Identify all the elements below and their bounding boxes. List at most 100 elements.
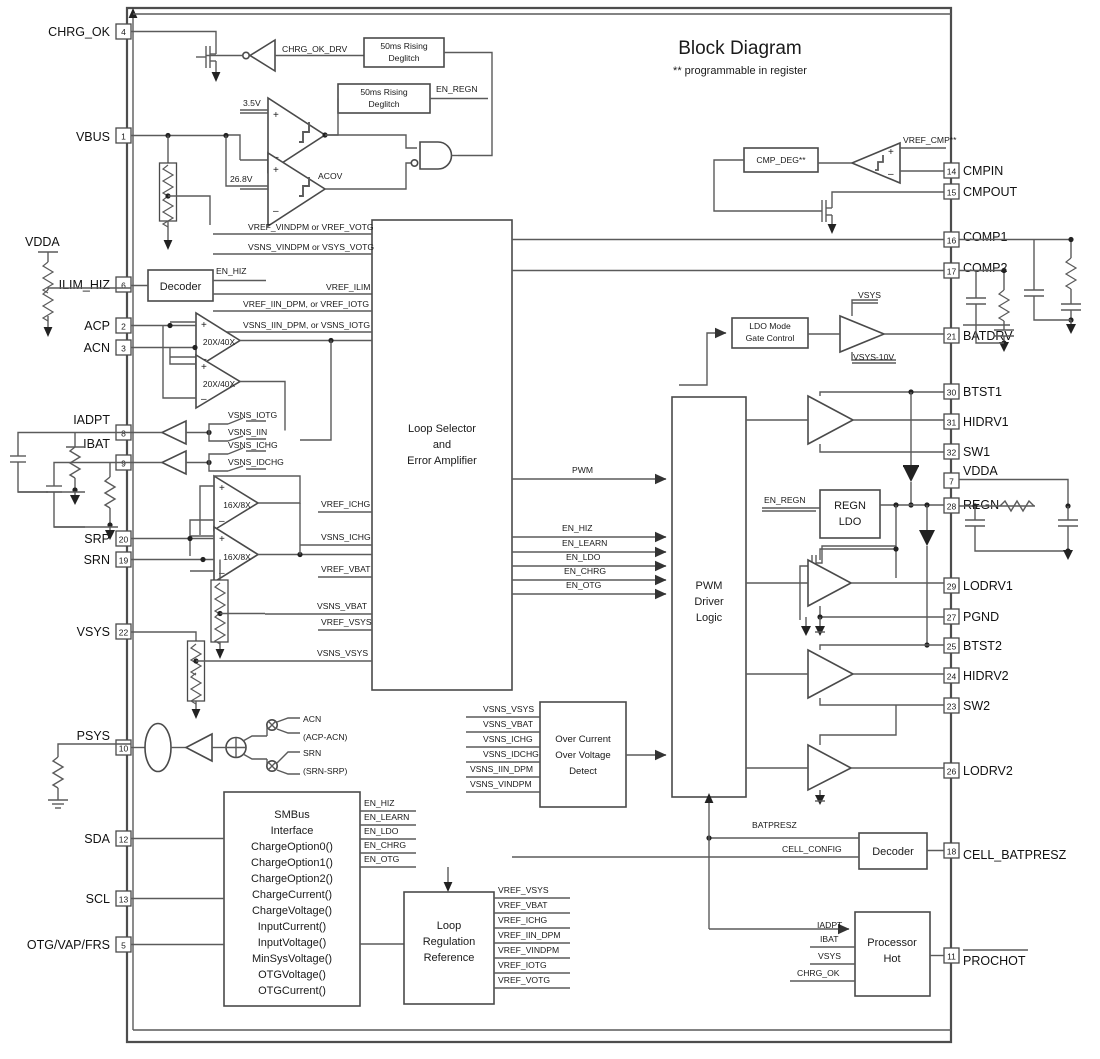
pin-chrg-ok: CHRG_OK 4 xyxy=(48,23,132,40)
signal-label-ph-ibat: IBAT xyxy=(820,934,839,944)
node-srp xyxy=(187,535,193,542)
svg-text:–: – xyxy=(201,394,207,405)
external-rc-regn xyxy=(959,478,1078,560)
signal-label-vref-iin-dpm: VREF_IIN_DPM, or VREF_IOTG xyxy=(243,299,369,309)
external-rc-iadpt xyxy=(10,431,131,505)
pin-number-18: 18 xyxy=(947,847,957,857)
svg-text:Deglitch: Deglitch xyxy=(368,99,399,109)
signal-label-ref-ichg: VREF_ICHG xyxy=(498,915,547,925)
pin-box-7 xyxy=(943,472,960,489)
comparator-26v8: + – 26.8V xyxy=(230,151,327,228)
pin-number-10: 10 xyxy=(119,744,129,754)
signal-label-en-hiz-smbus: EN_HIZ xyxy=(364,798,395,808)
pin-number-20: 20 xyxy=(119,535,129,545)
pin-number-14: 14 xyxy=(947,167,957,177)
block-ocp-ovp-detect: Over Current Over Voltage Detect xyxy=(539,701,627,808)
pin-label-prochot: PROCHOT xyxy=(963,954,1026,968)
pin-sw2: 23 SW2 xyxy=(943,697,990,714)
node-srn xyxy=(200,556,206,563)
svg-text:Processor: Processor xyxy=(867,937,917,949)
node-acp xyxy=(167,322,173,329)
signal-label-vsns-ichg: VSNS_ICHG xyxy=(321,532,371,542)
pin-ilim-hiz: ILIM_HIZ 6 xyxy=(59,276,132,293)
svg-text:ChargeOption2(): ChargeOption2() xyxy=(251,873,333,885)
pin-label-vbus: VBUS xyxy=(76,130,110,144)
svg-text:InputCurrent(): InputCurrent() xyxy=(258,921,326,933)
rail-label-vdda: VDDA xyxy=(25,235,60,249)
pin-label-vsys: VSYS xyxy=(77,625,110,639)
and-gate xyxy=(410,141,458,170)
signal-label-ph-chrg-ok: CHRG_OK xyxy=(797,968,840,978)
block-pwm-driver-logic: PWM Driver Logic xyxy=(671,396,747,798)
svg-text:ChargeCurrent(): ChargeCurrent() xyxy=(252,889,332,901)
pin-number-19: 19 xyxy=(119,556,129,566)
pin-vbus: VBUS 1 xyxy=(76,127,132,144)
pin-comp1: 16 COMP1 xyxy=(943,230,1008,248)
pin-hidrv2: 24 HIDRV2 xyxy=(943,667,1009,684)
pin-cmpout: 15 CMPOUT xyxy=(943,183,1018,200)
block-cmp-deg: CMP_DEG** xyxy=(743,147,819,173)
wire-cmp35-to-and xyxy=(325,134,417,149)
block-smbus-interface: SMBus Interface ChargeOption0() ChargeOp… xyxy=(223,791,361,1007)
svg-text:and: and xyxy=(433,439,451,451)
pin-label-chrg-ok: CHRG_OK xyxy=(48,25,110,39)
svg-text:LDO Mode: LDO Mode xyxy=(749,321,791,331)
block-loop-selector: Loop Selector and Error Amplifier xyxy=(371,219,513,691)
signal-label-ref-iin-dpm: VREF_IIN_DPM xyxy=(498,930,561,940)
wire-chrg-ok xyxy=(131,30,217,46)
pin-number-13: 13 xyxy=(119,895,129,905)
wire-cmp35-to-deglitch2 xyxy=(325,98,339,136)
signal-label-batpresz: BATPRESZ xyxy=(752,820,797,830)
signal-label-ph-iadpt: IADPT xyxy=(817,920,843,930)
pin-number-23: 23 xyxy=(947,702,957,712)
pin-srn: SRN 19 xyxy=(84,551,132,568)
pin-number-7: 7 xyxy=(949,477,954,487)
inverter-chrg-ok-drv xyxy=(206,38,276,73)
signal-label-3v5: 3.5V xyxy=(243,98,261,108)
svg-text:MinSysVoltage(): MinSysVoltage() xyxy=(252,953,332,965)
amp-ichg-2: + – 16X/8X xyxy=(190,525,260,584)
signal-label-en-learn-smbus: EN_LEARN xyxy=(364,812,409,822)
pin-number-30: 30 xyxy=(947,388,957,398)
svg-text:Loop Selector: Loop Selector xyxy=(408,423,476,435)
pin-lodrv1: 29 LODRV1 xyxy=(943,577,1013,594)
signal-label-ref-vsys: VREF_VSYS xyxy=(498,885,549,895)
svg-text:+: + xyxy=(273,110,279,121)
pin-label-ibat: IBAT xyxy=(83,437,110,451)
signal-label-psys-acn: ACN xyxy=(303,714,321,724)
svg-text:Error Amplifier: Error Amplifier xyxy=(407,455,477,467)
pin-label-acn: ACN xyxy=(84,341,110,355)
pin-acn: ACN 3 xyxy=(84,339,132,356)
svg-text:Driver: Driver xyxy=(694,596,724,608)
pin-number-2: 2 xyxy=(121,322,126,332)
pin-btst1: 30 BTST1 xyxy=(943,383,1002,400)
pin-label-comp2: COMP2 xyxy=(963,261,1008,275)
signal-label-en-otg-smbus: EN_OTG xyxy=(364,854,400,864)
signal-label-psys-srn-srp: (SRN-SRP) xyxy=(303,766,348,776)
pin-number-32: 32 xyxy=(947,448,957,458)
pin-number-11: 11 xyxy=(947,952,956,962)
signal-label-en-ldo-pwm: EN_LDO xyxy=(566,552,601,562)
svg-text:20X/40X: 20X/40X xyxy=(203,379,236,389)
svg-text:Gate Control: Gate Control xyxy=(746,333,795,343)
block-processor-hot: Processor Hot IADPT IBAT VSYS CHRG_OK xyxy=(709,911,944,997)
pin-box-21 xyxy=(943,327,960,344)
pin-sw1: 32 SW1 xyxy=(943,443,990,460)
nmos-cmpout xyxy=(713,159,944,234)
svg-text:Reference: Reference xyxy=(424,952,475,964)
pin-number-21: 21 xyxy=(947,332,957,342)
signal-label-en-regn-ldo: EN_REGN xyxy=(764,495,806,505)
svg-text:50ms Rising: 50ms Rising xyxy=(360,87,408,97)
svg-text:PWM: PWM xyxy=(696,580,723,592)
amp-acp-acn-2: + – 20X/40X xyxy=(162,325,242,410)
signal-label-en-hiz-decoder: EN_HIZ xyxy=(216,266,247,276)
external-rc-comp1 xyxy=(959,236,1081,334)
pin-number-16: 16 xyxy=(947,236,957,246)
pin-number-3: 3 xyxy=(121,344,126,354)
svg-text:–: – xyxy=(273,206,279,217)
svg-text:ChargeVoltage(): ChargeVoltage() xyxy=(252,905,332,917)
block-deglitch-chrg-ok: 50ms Rising Deglitch xyxy=(363,37,445,68)
signal-label-en-chrg-pwm: EN_CHRG xyxy=(564,566,606,576)
